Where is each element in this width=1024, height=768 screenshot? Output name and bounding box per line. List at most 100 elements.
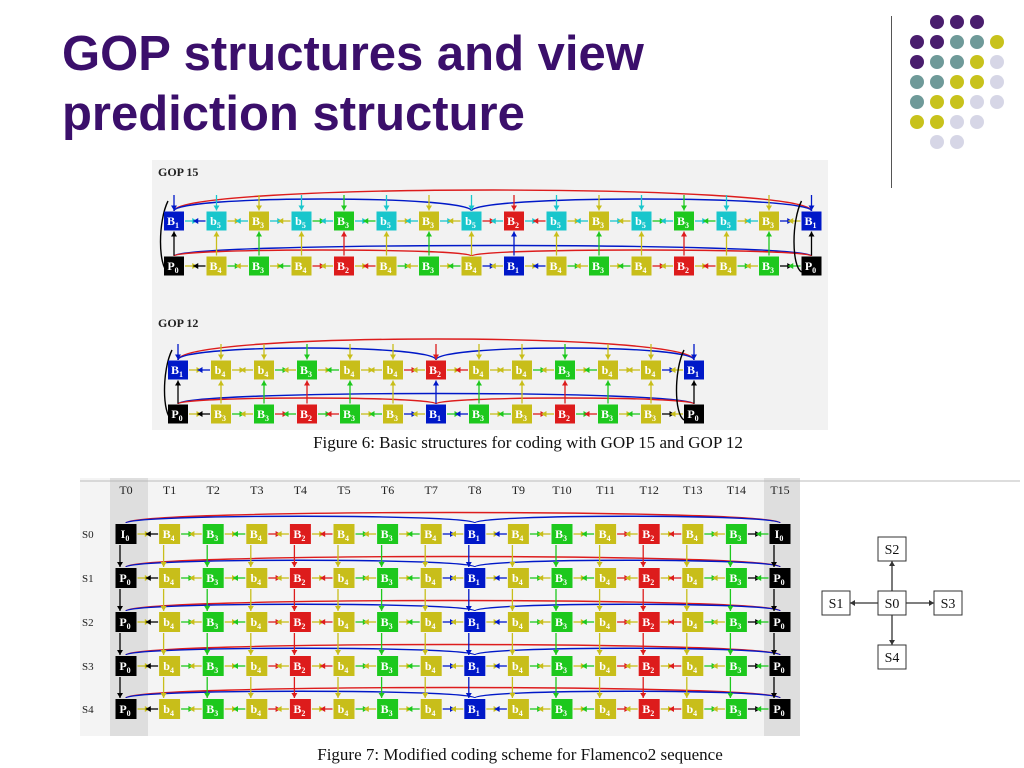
arrow-head <box>756 663 762 669</box>
frame-box <box>464 524 486 544</box>
frame-type: B <box>729 659 737 673</box>
time-label: T11 <box>596 483 615 497</box>
frame-cell: B4 <box>595 524 617 544</box>
arrow-head <box>193 263 199 269</box>
frame-box <box>246 612 268 632</box>
frame-level: 4 <box>218 266 222 275</box>
frame-type: B <box>729 571 737 585</box>
frame-label: B4 <box>634 259 646 275</box>
decorative-dot <box>950 115 964 129</box>
frame-level: 2 <box>515 221 519 230</box>
frame-level: 4 <box>170 709 174 718</box>
frame-box <box>507 656 529 676</box>
arrow-head <box>407 706 413 712</box>
frame-level: 4 <box>519 709 523 718</box>
time-label: T2 <box>207 483 220 497</box>
frame-cell: B1 <box>464 568 486 588</box>
frame-bottom: B4 <box>716 256 737 276</box>
frame-cell: B3 <box>725 524 747 544</box>
frame-top: B3 <box>297 360 317 380</box>
frame-level: 0 <box>781 622 785 631</box>
arrow-head <box>218 380 224 386</box>
frame-cell: B2 <box>638 656 660 676</box>
view-node-box <box>877 590 907 616</box>
frame-label: b4 <box>512 615 523 631</box>
frame-type: B <box>214 407 222 421</box>
arrow-head <box>320 218 326 224</box>
view-node-top: S2 <box>877 536 907 562</box>
frame-level: 4 <box>258 534 262 543</box>
arrow-head <box>538 531 544 537</box>
prediction-arc <box>474 559 781 568</box>
arrow-head <box>247 650 254 655</box>
frame-type: B <box>468 659 476 673</box>
frame-type: B <box>558 407 566 421</box>
frame-label: B3 <box>677 214 689 230</box>
arrow-head <box>117 693 123 698</box>
arrow-head <box>465 562 472 567</box>
decorative-dot <box>910 35 924 49</box>
frame-type: b <box>338 571 345 585</box>
arrow-head <box>670 367 676 373</box>
prediction-arc <box>474 647 781 656</box>
frame-label: P0 <box>805 259 816 275</box>
arrow-head <box>145 531 151 537</box>
frame-type: B <box>592 259 600 273</box>
frame-level: 3 <box>770 266 774 275</box>
arrow-head <box>298 205 305 211</box>
frame-box <box>504 256 524 276</box>
frame-label: B2 <box>293 571 305 587</box>
frame-label: b5 <box>380 214 391 230</box>
frame-cell: b4 <box>595 699 617 719</box>
arrow-head <box>233 663 238 669</box>
arrow-head <box>581 619 587 625</box>
frame-label: B3 <box>337 214 349 230</box>
frame-type: B <box>206 659 214 673</box>
frame-cell: P0 <box>769 656 791 676</box>
prediction-arc <box>474 690 781 699</box>
arrow-head <box>490 263 496 269</box>
frame-type: B <box>206 702 214 716</box>
frame-box <box>246 699 268 719</box>
arrow-head <box>261 354 267 360</box>
frame-bottom: P0 <box>801 256 822 276</box>
arrow-head <box>703 263 709 269</box>
frame-bottom: B4 <box>291 256 312 276</box>
frame-level: 4 <box>694 534 698 543</box>
frame-type: B <box>429 363 437 377</box>
frame-label: B3 <box>555 659 567 675</box>
frame-bottom: B2 <box>555 404 575 424</box>
frame-level: 2 <box>685 266 689 275</box>
frame-label: b4 <box>516 363 527 379</box>
arrow-head <box>117 650 123 655</box>
arrow-head <box>712 663 718 669</box>
arrow-head <box>335 562 341 567</box>
frame-type: b <box>550 214 557 228</box>
frame-top: B2 <box>426 360 446 380</box>
frame-label: b4 <box>425 571 436 587</box>
time-label: T12 <box>640 483 659 497</box>
frame-level: 4 <box>344 622 348 631</box>
frame-label: P0 <box>119 571 130 587</box>
frame-box <box>202 568 224 588</box>
frame-type: P <box>773 702 780 716</box>
frame-type: B <box>762 259 770 273</box>
arrow-head <box>771 693 777 698</box>
arrow-head <box>771 606 777 611</box>
frame-cell: b4 <box>420 568 442 588</box>
frame-cell: P0 <box>115 568 137 588</box>
frame-box <box>507 524 529 544</box>
frame-label: B4 <box>294 259 306 275</box>
frame-type: B <box>555 702 563 716</box>
slide-title-line-1: GOP structures and view <box>62 27 644 81</box>
frame-type: B <box>163 527 171 541</box>
t15-column-band <box>764 478 800 736</box>
frame-label: b4 <box>599 659 610 675</box>
frame-type: b <box>686 615 693 629</box>
frame-type: b <box>338 659 345 673</box>
frame-label: b5 <box>550 214 561 230</box>
frame-level: 5 <box>387 221 391 230</box>
frame-box <box>769 568 791 588</box>
frame-label: B3 <box>515 407 527 423</box>
frame-type: B <box>555 527 563 541</box>
